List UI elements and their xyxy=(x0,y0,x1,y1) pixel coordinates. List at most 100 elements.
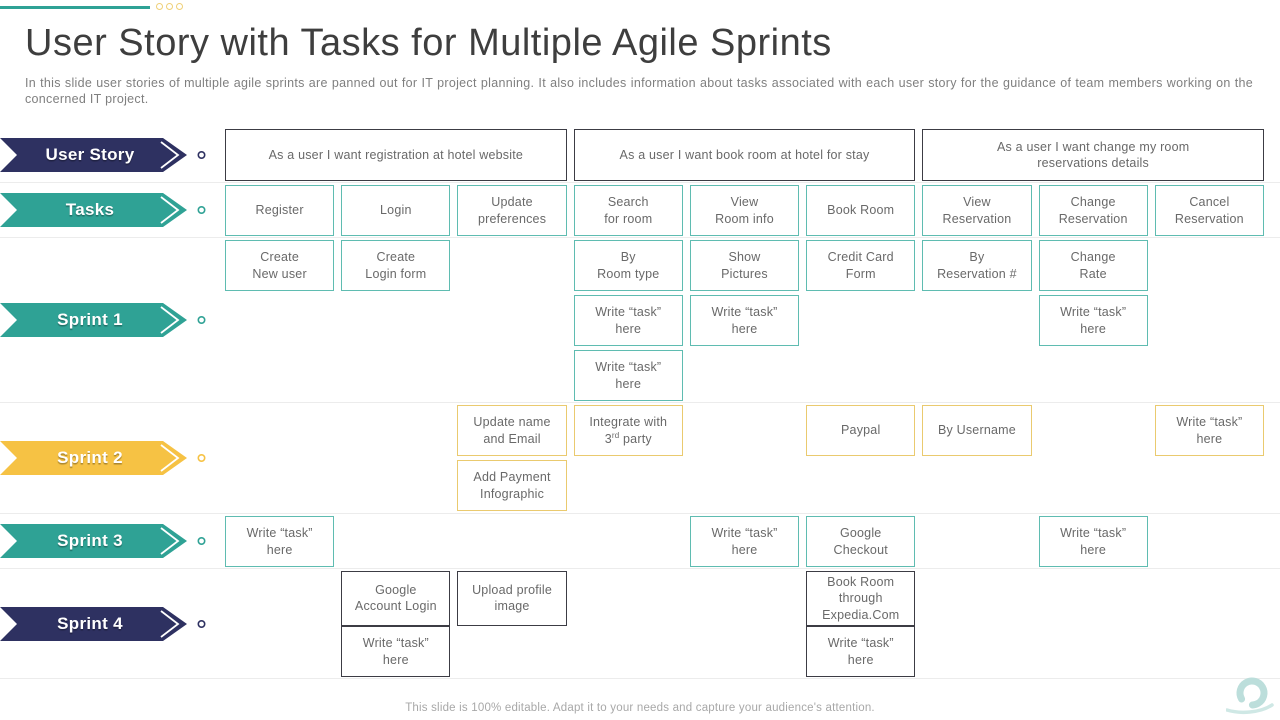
task-cell[interactable]: Write “task”here xyxy=(689,516,800,567)
logo-swirl-icon xyxy=(1226,677,1274,715)
row-label-sprint-1: Sprint 1 xyxy=(0,303,212,337)
task-cell-text: Write “task”here xyxy=(595,360,662,391)
row-label-text: User Story xyxy=(45,144,135,164)
task-cell[interactable]: Write “task”here xyxy=(806,626,916,677)
task-cell[interactable]: Write “task”here xyxy=(689,295,800,346)
task-cell[interactable]: Login xyxy=(341,185,451,236)
task-cell[interactable]: Register xyxy=(225,185,335,236)
row-label-text: Sprint 4 xyxy=(57,613,123,633)
task-subrow: Write “task”here xyxy=(225,350,1264,401)
dot-icon xyxy=(176,3,183,10)
arrow-banner-icon xyxy=(0,441,206,475)
task-cell-text: Paypal xyxy=(841,423,881,438)
task-cell[interactable]: Write “task”here xyxy=(1038,295,1148,346)
task-cell[interactable]: Write “task”here xyxy=(573,350,683,401)
task-cell-text: Book Room xyxy=(827,203,895,218)
task-cell[interactable]: Write “task”here xyxy=(1154,405,1264,456)
row-label-sprint-4: Sprint 4 xyxy=(0,606,212,641)
row-label-text: Sprint 1 xyxy=(57,310,123,329)
header-dots xyxy=(156,3,183,10)
arrow-banner-icon xyxy=(0,606,206,641)
slide-subtitle: In this slide user stories of multiple a… xyxy=(25,76,1253,106)
band-user-story: User Story As a user I want registration … xyxy=(0,127,1280,183)
task-cell[interactable]: As a user I want book room at hotel for … xyxy=(573,129,916,181)
task-cell-text: Write “task”here xyxy=(1060,526,1127,557)
task-cell[interactable]: Paypal xyxy=(806,405,916,456)
row-label-sprint-3: Sprint 3 xyxy=(0,524,212,558)
row-label-tasks: Tasks xyxy=(0,193,212,227)
task-cell-text: Write “task”here xyxy=(246,526,313,557)
task-cell[interactable]: By Username xyxy=(922,405,1032,456)
task-cell[interactable]: Write “task”here xyxy=(225,516,335,567)
task-cell-text: Write “task”here xyxy=(362,636,429,667)
task-cell[interactable]: Book Room xyxy=(806,185,916,236)
arrow-banner-icon xyxy=(0,137,206,172)
task-cell-text: Write “task”here xyxy=(1060,305,1127,336)
accent-bar xyxy=(0,6,150,9)
task-cell-text: As a user I want registration at hotel w… xyxy=(268,147,524,162)
task-cell[interactable]: As a user I want registration at hotel w… xyxy=(225,129,567,181)
dot-icon xyxy=(156,3,163,10)
task-cell[interactable]: Write “task”here xyxy=(1038,516,1148,567)
task-cell-text: Register xyxy=(255,203,304,218)
task-cell-text: Write “task”here xyxy=(1176,415,1243,446)
arrow-banner-icon xyxy=(0,193,206,227)
task-cell-text: Write “task”here xyxy=(827,636,894,667)
task-subrow: As a user I want registration at hotel w… xyxy=(225,129,1264,181)
arrow-banner-icon xyxy=(0,524,206,558)
task-cell[interactable]: Write “task”here xyxy=(341,626,451,677)
task-cell-text: As a user I want book room at hotel for … xyxy=(619,147,870,162)
arrow-banner-icon xyxy=(0,303,206,337)
sprint-grid: User Story As a user I want registration … xyxy=(0,127,1280,679)
task-cell[interactable]: Write “task”here xyxy=(573,295,683,346)
page-title: User Story with Tasks for Multiple Agile… xyxy=(25,22,832,64)
row-label-user-story: User Story xyxy=(0,137,212,172)
task-cell-text: By Username xyxy=(937,423,1016,438)
